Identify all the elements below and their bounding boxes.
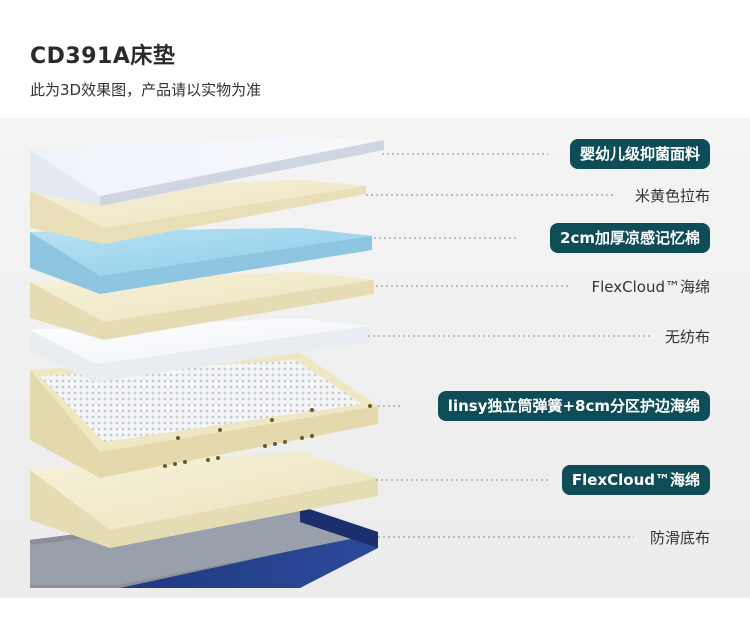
layer-label-flexcloud-top: FlexCloud™海绵 bbox=[591, 277, 710, 296]
layer-label-row-4: FlexCloud™海绵 bbox=[592, 271, 710, 301]
layer-label-beige-fabric: 米黄色拉布 bbox=[634, 186, 710, 205]
layer-label-row-5: 无纺布 bbox=[665, 321, 710, 351]
layer-top-fabric bbox=[30, 136, 384, 206]
page-title: CD391A床垫 bbox=[30, 44, 176, 69]
layer-label-row-6: linsy独立筒弹簧+8cm分区护边海绵 bbox=[437, 391, 710, 421]
layer-label-flexcloud-bottom: FlexCloud™海绵 bbox=[561, 465, 710, 495]
layer-anti-slip-base bbox=[30, 506, 378, 588]
layer-label-antibacterial-fabric: 婴幼儿级抑菌面料 bbox=[569, 139, 710, 169]
layer-label-memory-foam: 2cm加厚凉感记忆棉 bbox=[550, 223, 710, 253]
page-subtitle: 此为3D效果图，产品请以实物为准 bbox=[30, 81, 262, 99]
layer-label-row-7: FlexCloud™海绵 bbox=[561, 465, 710, 495]
layer-label-non-woven: 无纺布 bbox=[664, 327, 710, 346]
layer-label-row-8: 防滑底布 bbox=[650, 522, 710, 552]
layer-label-row-2: 米黄色拉布 bbox=[635, 180, 710, 210]
leader-lines bbox=[366, 153, 650, 538]
layer-label-row-3: 2cm加厚凉感记忆棉 bbox=[550, 223, 710, 253]
layer-label-row-1: 婴幼儿级抑菌面料 bbox=[569, 139, 710, 169]
layer-label-pocket-spring: linsy独立筒弹簧+8cm分区护边海绵 bbox=[437, 391, 710, 421]
layer-label-anti-slip-base: 防滑底布 bbox=[649, 528, 710, 547]
